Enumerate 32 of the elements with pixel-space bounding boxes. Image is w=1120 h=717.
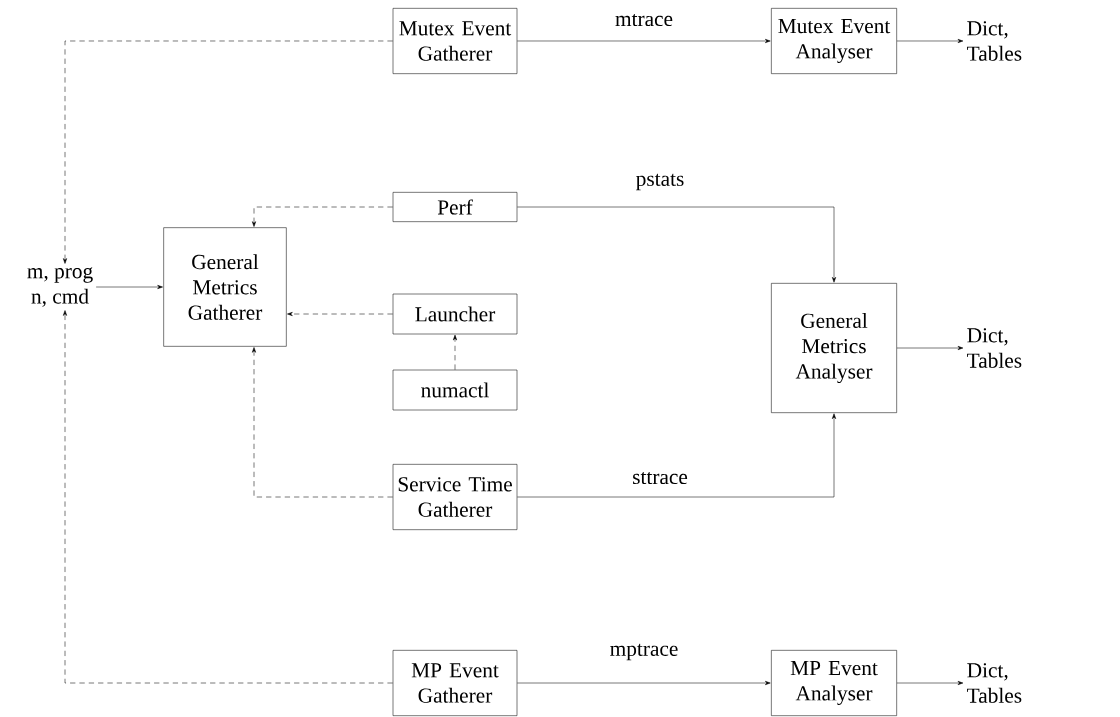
edge-label: mptrace — [608, 642, 680, 662]
output-label: Dict, Tables — [967, 328, 1022, 368]
arrow — [896, 681, 964, 685]
edge-label: pstats — [634, 172, 686, 192]
arrow — [517, 39, 771, 43]
arrow — [517, 206, 836, 283]
process-box: Perf — [392, 192, 518, 222]
input-label: m, prog n, cmd — [27, 267, 93, 307]
process-box: General Metrics Analyser — [771, 283, 897, 413]
process-box: General Metrics Gatherer — [163, 227, 287, 347]
process-box: Launcher — [392, 293, 518, 335]
edge-label: mtrace — [613, 12, 675, 28]
process-box: Mutex Event Gatherer — [392, 8, 518, 74]
arrow — [95, 285, 163, 289]
process-box: numactl — [392, 369, 518, 411]
arrow — [896, 39, 964, 43]
arrow — [896, 346, 964, 350]
arrow — [517, 413, 836, 498]
dashed-arrow — [287, 312, 393, 316]
process-box: MP Event Gatherer — [392, 650, 518, 716]
edge-label: sttrace — [630, 470, 690, 486]
output-label: Dict, Tables — [967, 663, 1022, 703]
dashed-arrow — [252, 347, 393, 498]
dashed-arrow — [63, 310, 393, 684]
arrow — [517, 681, 771, 685]
dashed-arrow — [63, 40, 393, 264]
process-box: Mutex Event Analyser — [771, 8, 897, 74]
dashed-arrow — [453, 334, 457, 370]
dashed-arrow — [252, 206, 393, 227]
process-box: Service Time Gatherer — [392, 464, 518, 530]
process-box: MP Event Analyser — [771, 650, 897, 716]
output-label: Dict, Tables — [967, 21, 1022, 61]
